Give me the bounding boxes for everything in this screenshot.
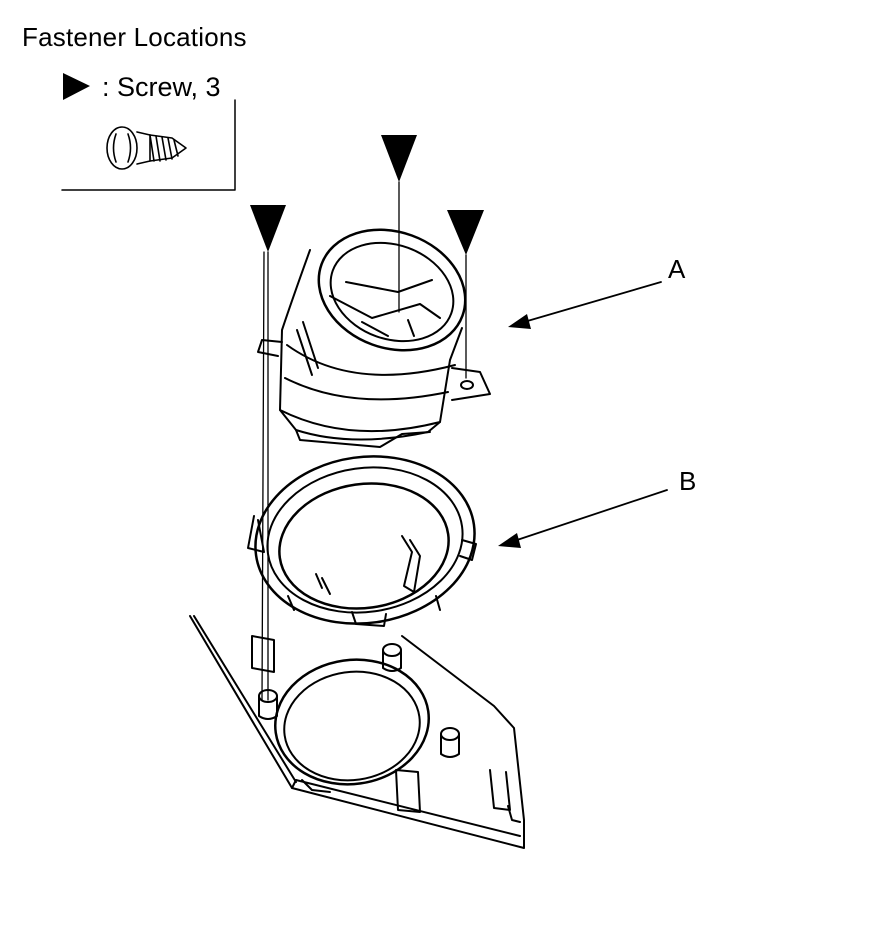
- callout-label-b: B: [679, 466, 697, 496]
- screw-icon: [106, 126, 187, 170]
- part-b-ring: [247, 455, 477, 627]
- screw-marker-triangle-icon: [447, 210, 484, 255]
- legend-screw-label: : Screw, 3: [102, 72, 221, 102]
- part-a-vent-housing: [257, 228, 491, 448]
- callout-arrow-a: [508, 281, 662, 329]
- legend-box-border: [61, 99, 236, 191]
- dashboard-panel: [189, 615, 525, 849]
- page-title: Fastener Locations: [22, 22, 247, 52]
- screw-marker-triangle-icon: [250, 205, 286, 252]
- callout-label-a: A: [668, 254, 686, 284]
- screw-guide-lines: [261, 181, 467, 701]
- screw-marker-triangle-icon: [381, 135, 417, 182]
- legend-triangle-icon: [63, 73, 90, 100]
- callout-arrow-b: [498, 489, 668, 548]
